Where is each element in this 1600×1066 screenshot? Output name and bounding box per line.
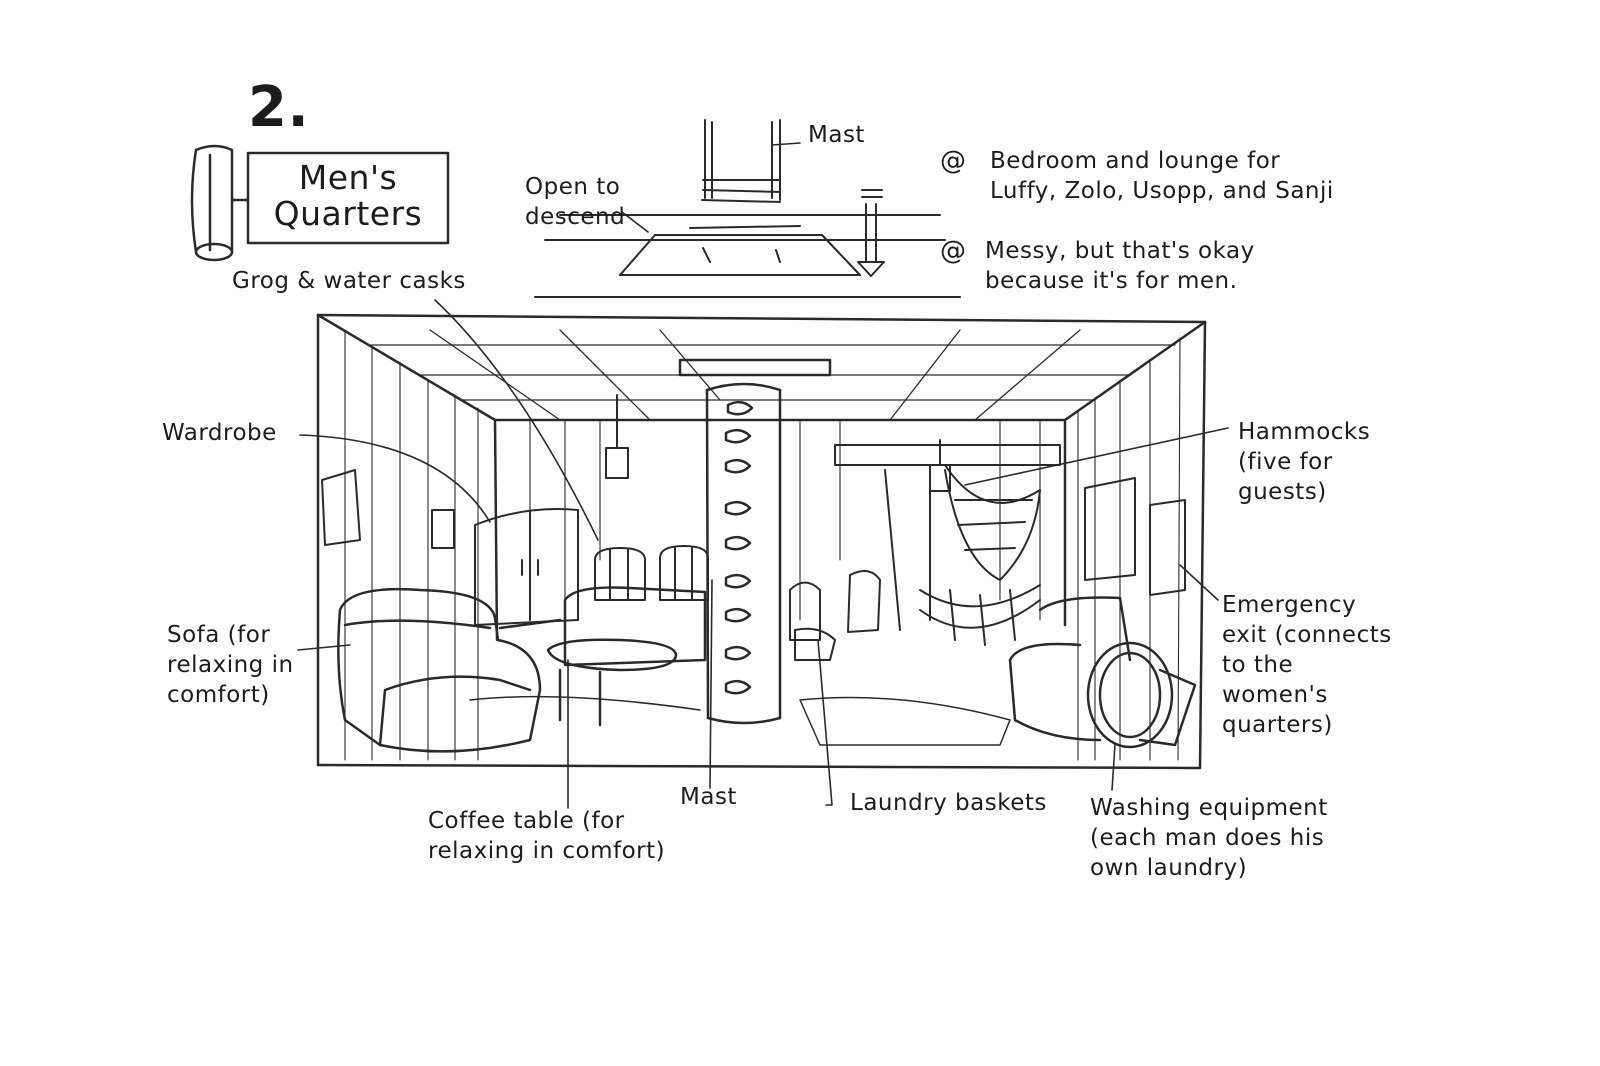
label-washing-equipment: Washing equipment (each man does his own… (1090, 793, 1328, 883)
washing-tub (1010, 598, 1195, 748)
label-mast-bottom: Mast (680, 782, 737, 812)
label-grog-water-casks: Grog & water casks (232, 266, 466, 296)
note-marker-2: @ (940, 236, 967, 266)
note-messy: Messy, but that's okay because it's for … (985, 236, 1255, 296)
banner-title: Men's Quarters (252, 160, 444, 232)
label-mast-top: Mast (808, 120, 865, 150)
room-box (318, 315, 1205, 768)
label-emergency-exit: Emergency exit (connects to the women's … (1222, 590, 1392, 740)
label-open-to-descend: Open to descend (525, 172, 625, 232)
label-laundry-baskets: Laundry baskets (850, 788, 1047, 818)
label-wardrobe: Wardrobe (162, 418, 277, 448)
sheet-number: 2. (248, 80, 309, 136)
note-marker-1: @ (940, 146, 967, 176)
note-bedroom-lounge: Bedroom and lounge for Luffy, Zolo, Usop… (990, 146, 1334, 206)
label-sofa: Sofa (for relaxing in comfort) (167, 620, 294, 710)
coffee-table-and-bench (548, 588, 705, 726)
label-coffee-table: Coffee table (for relaxing in comfort) (428, 806, 665, 866)
wall-planks (345, 330, 1180, 760)
hammocks (835, 445, 1060, 645)
floor-rugs (470, 697, 1010, 745)
wall-frames (322, 470, 1185, 595)
laundry-baskets (790, 571, 880, 660)
label-hammocks: Hammocks (five for guests) (1238, 417, 1370, 507)
central-mast (680, 360, 830, 723)
